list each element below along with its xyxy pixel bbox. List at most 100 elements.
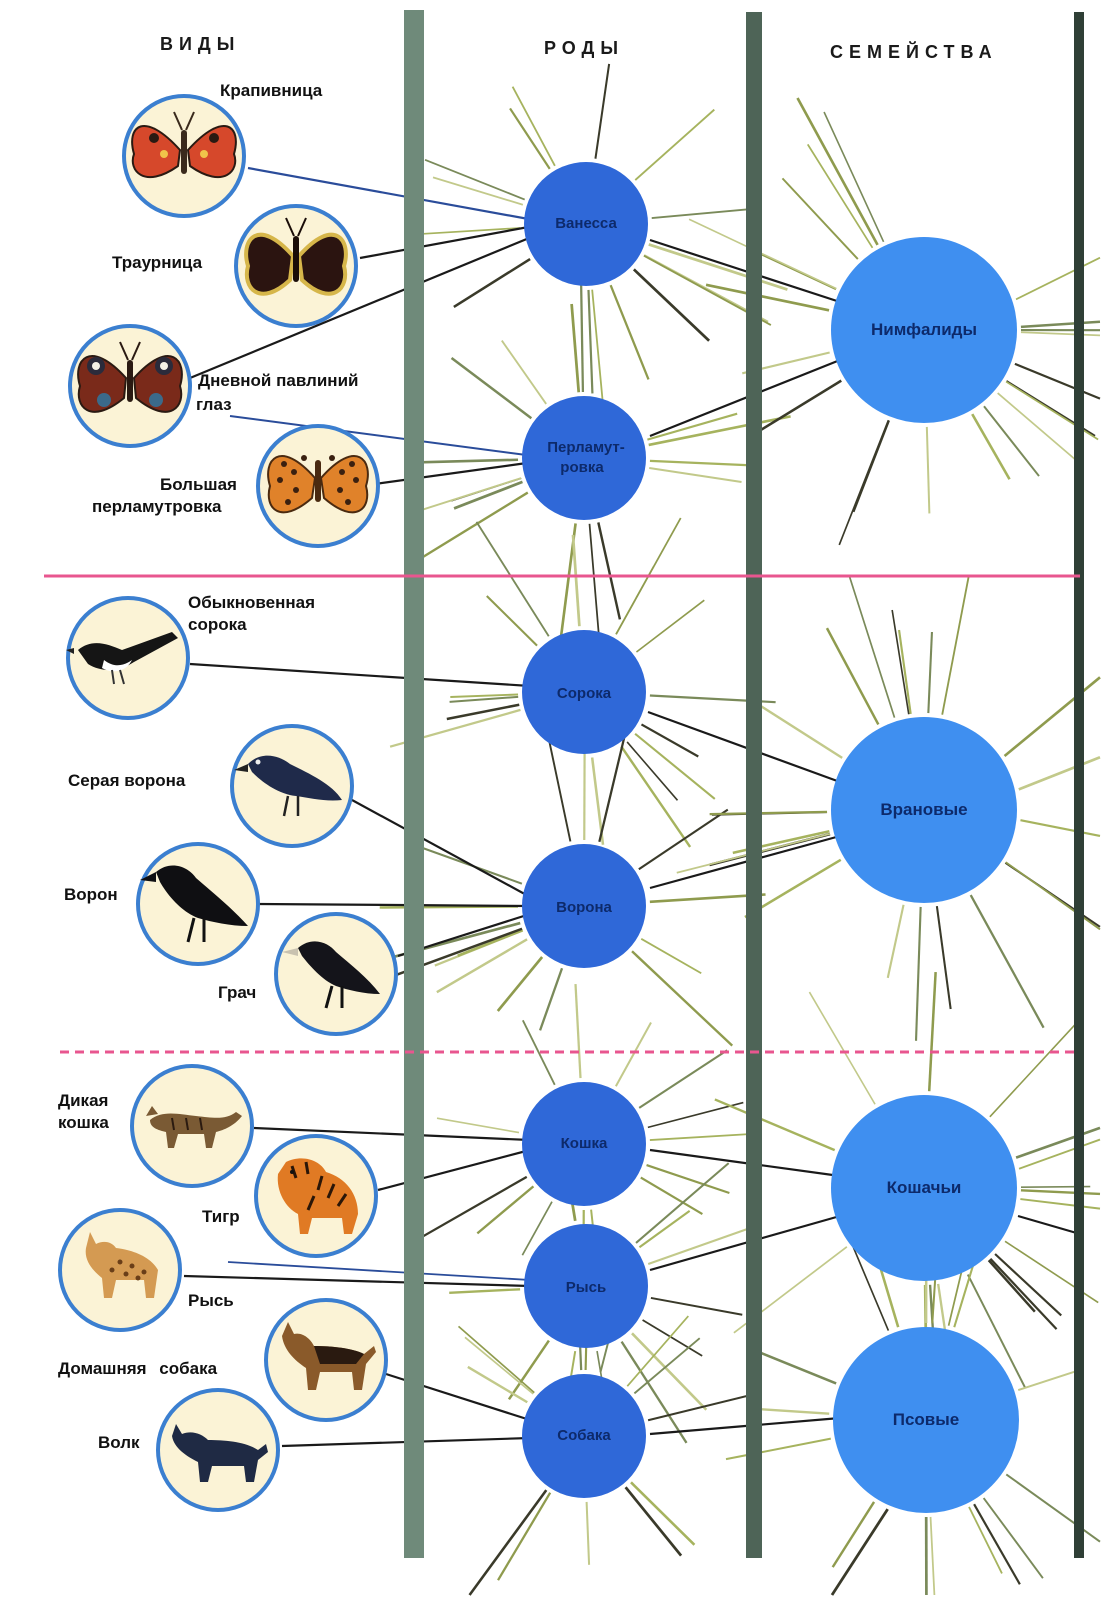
radial-line: [570, 303, 581, 393]
radial-line: [941, 575, 970, 715]
genus-node-perlam: [522, 396, 646, 520]
radial-line: [825, 627, 880, 726]
family-label-nimfalidy: Нимфалиды: [871, 320, 977, 339]
seraya-vorona-picture: [230, 724, 354, 848]
radial-line: [806, 143, 874, 249]
radial-line: [594, 63, 611, 159]
radial-line: [848, 575, 896, 718]
radial-line: [982, 1497, 1044, 1579]
radial-line: [574, 984, 582, 1079]
radial-line: [432, 176, 524, 206]
genus-node-rys: [524, 1224, 648, 1348]
link-rys-rys: [183, 1274, 531, 1288]
radial-line: [415, 1175, 528, 1242]
radial-line: [449, 1288, 521, 1294]
label-rys: Рысь: [188, 1291, 234, 1310]
label-pavlinij-2: глаз: [196, 395, 232, 414]
radial-line: [983, 405, 1040, 477]
radial-line: [501, 340, 547, 405]
radial-line: [796, 97, 879, 246]
vertical-bar-3: [1074, 12, 1084, 1558]
vertical-bar-2: [746, 12, 762, 1558]
radial-line: [545, 727, 572, 842]
radial-line: [651, 207, 756, 219]
pavlinij-picture: [68, 324, 192, 448]
radial-line: [987, 1259, 1036, 1313]
radial-line: [646, 1164, 730, 1195]
radial-line: [638, 808, 729, 871]
radial-line: [1003, 676, 1101, 757]
radial-line: [748, 1346, 837, 1385]
radial-line: [453, 258, 531, 308]
radial-line: [927, 971, 937, 1092]
label-perlam-2: перламутровка: [92, 497, 222, 516]
link-koshachi-out: [1017, 1214, 1081, 1236]
radial-line: [538, 967, 564, 1031]
link-vanessa-nimfalidy: [649, 238, 841, 304]
radial-line: [411, 843, 523, 885]
genus-node-koshka: [522, 1082, 646, 1206]
dom-sobaka-picture: [264, 1298, 388, 1422]
krapivnitsa-picture: [122, 94, 246, 218]
radial-line: [633, 1337, 701, 1395]
genus-node-vanessa: [524, 162, 648, 286]
genus-label-perlam-1: Перламут-: [547, 439, 625, 456]
header-families: СЕМЕЙСТВА: [830, 42, 998, 62]
radial-line: [1020, 331, 1101, 337]
radial-line: [647, 1225, 755, 1266]
genus-label-vanessa: Ванесса: [555, 215, 617, 232]
radial-line: [925, 426, 931, 514]
radial-line: [997, 392, 1080, 463]
label-perlam-1: Большая: [160, 475, 237, 494]
radial-line: [1005, 861, 1101, 931]
radial-line: [705, 283, 830, 312]
radial-line: [640, 723, 699, 758]
label-krapivnitsa: Крапивница: [220, 81, 323, 100]
radial-line: [457, 1325, 535, 1394]
radial-line: [969, 894, 1045, 1029]
radial-line: [450, 356, 533, 420]
radial-line: [467, 1365, 528, 1404]
radial-line: [632, 268, 711, 342]
radial-line: [631, 1332, 708, 1411]
radial-line: [634, 732, 716, 800]
label-grach: Грач: [218, 983, 257, 1002]
link-perlam-nimfalidy: [649, 358, 841, 438]
grach-picture: [274, 912, 398, 1036]
species-pictures: [58, 94, 398, 1512]
radial-line: [650, 1296, 743, 1316]
radial-line: [808, 991, 876, 1105]
radial-line: [642, 1319, 703, 1357]
radial-line: [989, 1257, 1058, 1330]
radial-line: [449, 695, 519, 703]
genus-label-vorona: Ворона: [556, 899, 612, 916]
radial-line: [823, 111, 885, 243]
radial-line: [630, 1481, 696, 1546]
family-node-koshachi: [831, 1095, 1017, 1281]
link-pavlinij-perlam: [229, 415, 535, 457]
soroka-picture: [66, 596, 190, 720]
radial-line: [588, 523, 602, 653]
radial-line: [714, 1098, 836, 1152]
header-species: ВИДЫ: [160, 34, 241, 54]
radial-line: [591, 289, 605, 413]
radial-line: [989, 1024, 1076, 1118]
radial-line: [929, 1516, 936, 1596]
link-pavlinij-vanessa: [189, 234, 535, 380]
radial-line: [436, 938, 528, 994]
radial-line: [751, 379, 842, 437]
radial-line: [509, 107, 551, 170]
radial-line: [1005, 1473, 1101, 1543]
genus-label-soroka: Сорока: [556, 685, 612, 702]
radial-line: [647, 1101, 744, 1129]
genus-node-vorona: [522, 844, 646, 968]
radial-line: [453, 480, 523, 510]
family-node-psovye: [833, 1327, 1019, 1513]
radial-line: [1015, 256, 1101, 301]
radial-line: [647, 1394, 752, 1422]
radial-line: [1018, 1138, 1101, 1170]
radial-line: [436, 1117, 520, 1134]
link-perlam-perlam: [374, 460, 535, 486]
radial-line: [457, 928, 524, 958]
